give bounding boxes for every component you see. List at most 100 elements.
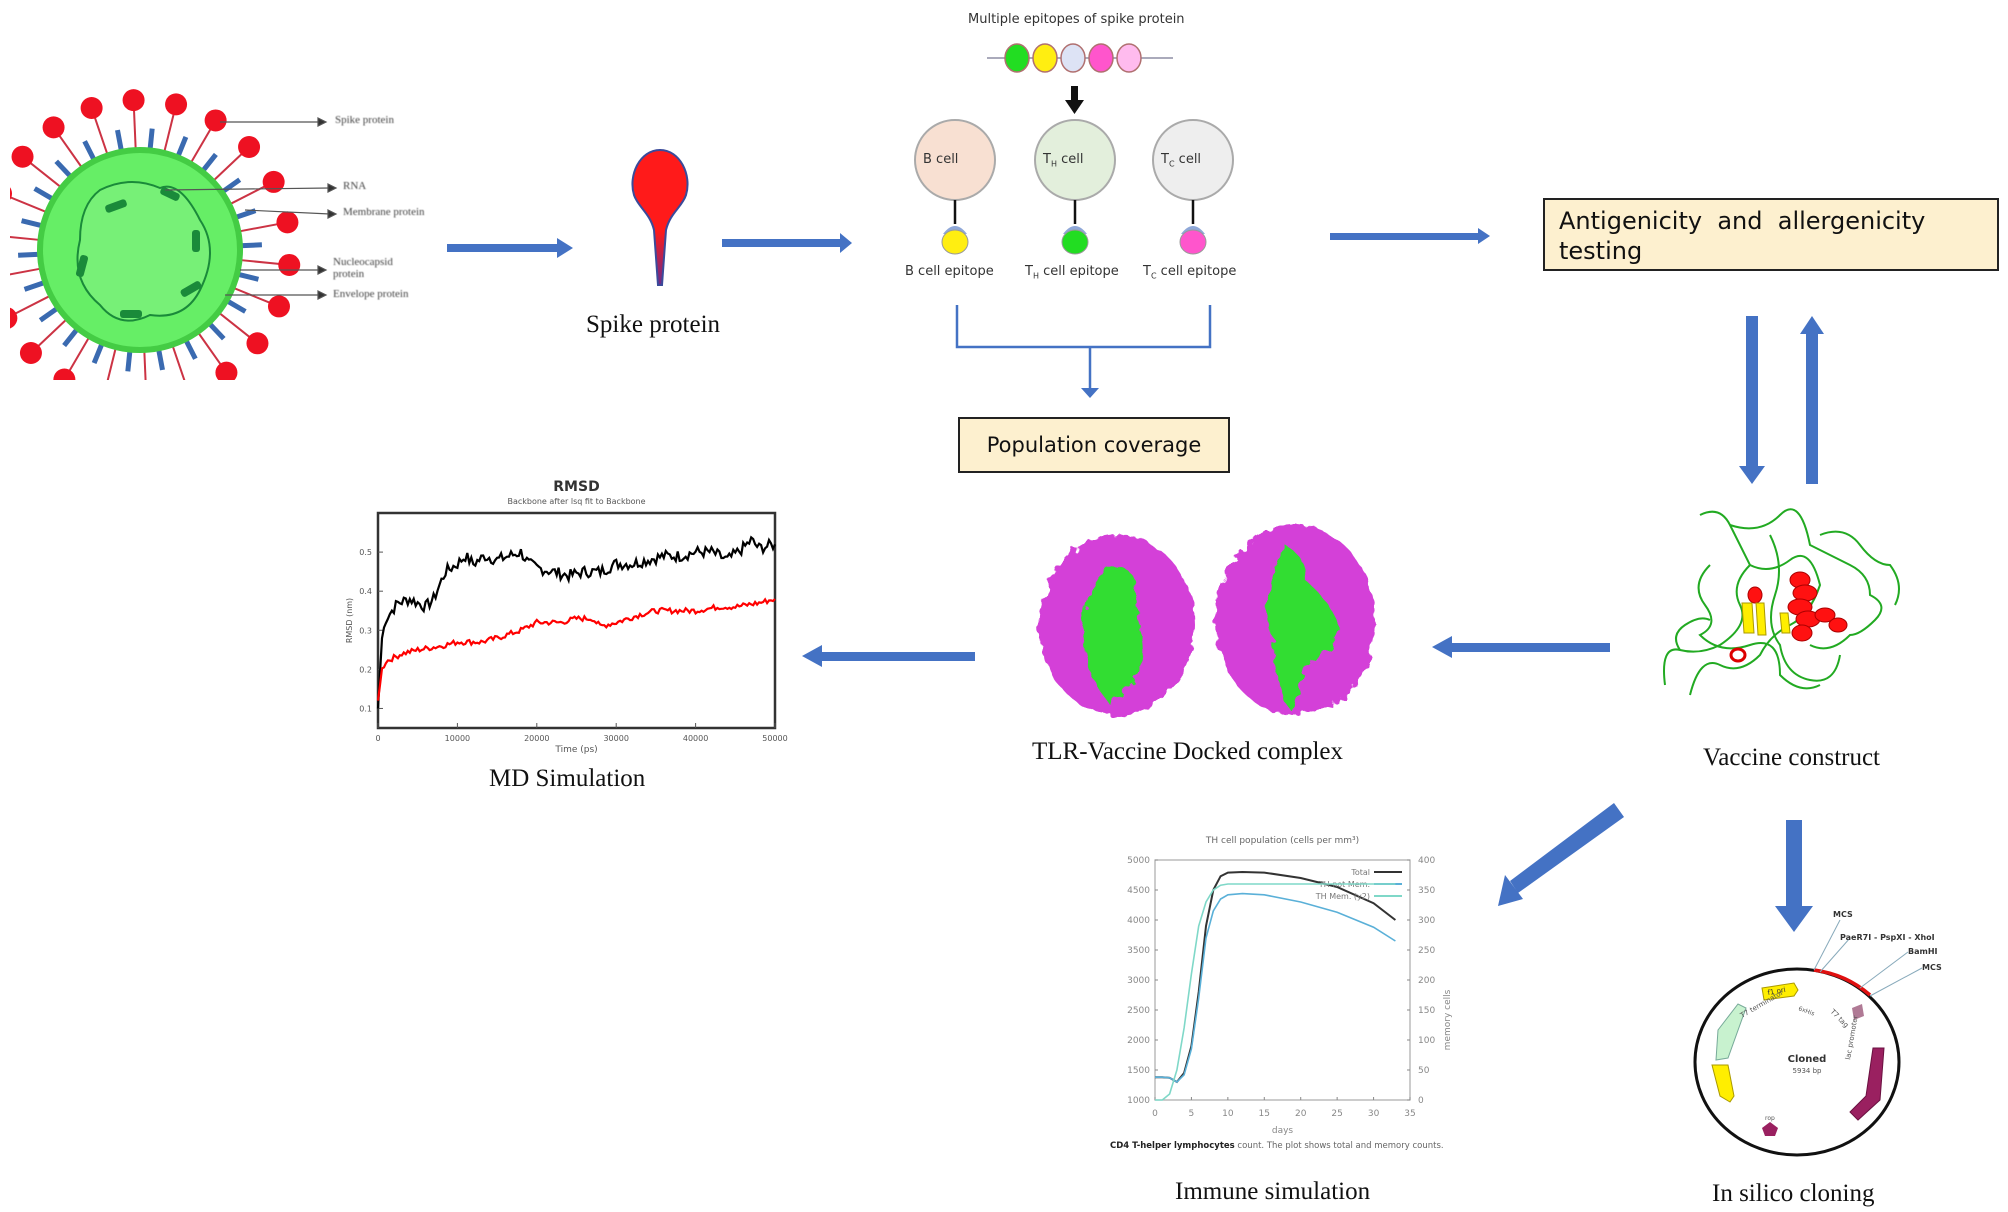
y-tick-label: 4000 [1127, 916, 1150, 926]
plasmid-feature-label: T7 terminator [1738, 989, 1785, 1021]
y2-tick-label: 150 [1418, 1006, 1435, 1016]
md-simulation-caption: MD Simulation [489, 765, 646, 792]
y2-tick-label: 50 [1418, 1066, 1430, 1076]
chart-title: RMSD [553, 479, 599, 495]
vaccine-construct-caption: Vaccine construct [1703, 744, 1881, 771]
docked-complex-1 [1039, 535, 1195, 715]
virus-label-membrane-protein: Membrane protein [343, 206, 425, 218]
epitope-bead [1032, 43, 1058, 73]
plasmid-feature-label: rop [1765, 1115, 1775, 1122]
y-tick-label: 0.1 [359, 704, 372, 713]
x-tick-label: 0 [375, 734, 380, 743]
docked-complex-caption: TLR-Vaccine Docked complex [1032, 738, 1343, 765]
virus-label-rna: RNA [343, 180, 367, 192]
chart-title: TH cell population (cells per mm³) [1205, 836, 1359, 846]
epitope-bead [1116, 43, 1142, 73]
antigenicity-label-line1: Antigenicity and allergenicity [1559, 207, 1926, 235]
legend-label: TH Mem. (y2) [1315, 892, 1370, 901]
epitope-bead [1060, 43, 1086, 73]
plasmid-site-label: MCS [1833, 910, 1853, 919]
y2-tick-label: 0 [1418, 1096, 1424, 1106]
spike-protein-icon [631, 148, 689, 286]
arrow-vaccine-to-cloning [1775, 820, 1813, 932]
x-tick-label: 20000 [524, 734, 549, 743]
cell-name: TH cell [1043, 152, 1084, 169]
down-arrow-icon [1065, 100, 1084, 114]
arrow-antigenicity-to-vaccine [1739, 316, 1765, 484]
cell-epitope-label: B cell epitope [905, 264, 994, 279]
y-tick-label: 1500 [1127, 1066, 1150, 1076]
virus-label-envelope-protein: Envelope protein [333, 288, 409, 300]
arrow-vaccine-to-antigenicity [1800, 316, 1824, 484]
x-tick-label: 50000 [762, 734, 787, 743]
y2-tick-label: 300 [1418, 916, 1435, 926]
immune-cell-th: TH cell TH cell epitope [1025, 118, 1165, 288]
y-tick-label: 0.2 [359, 665, 372, 674]
x-tick-label: 0 [1152, 1109, 1158, 1119]
x-tick-label: 25 [1331, 1109, 1342, 1119]
x-tick-label: 30000 [603, 734, 628, 743]
y-tick-label: 2500 [1127, 1006, 1150, 1016]
plasmid-feature-label: f1 ori [1767, 986, 1786, 997]
epitopes-title: Multiple epitopes of spike protein [968, 12, 1185, 27]
docked-complex-2 [1215, 525, 1375, 715]
coronavirus-icon [0, 89, 338, 411]
y2-tick-label: 100 [1418, 1036, 1435, 1046]
series-line [1155, 883, 1396, 1101]
population-coverage-box: Population coverage [958, 417, 1230, 473]
immune-chart: TH cell population (cells per mm³) 0 5 10 15… [1110, 836, 1453, 1151]
x-tick-label: 30 [1368, 1109, 1380, 1119]
arrow-vaccine-to-docking [1432, 636, 1610, 658]
population-coverage-label: Population coverage [986, 433, 1202, 457]
y-tick-label: 4500 [1127, 886, 1150, 896]
x-tick-label: 10000 [445, 734, 470, 743]
x-tick-label: 40000 [683, 734, 708, 743]
y-tick-label: 0.4 [359, 587, 372, 596]
plasmid-map: Cloned 5934 bp MCS PaeR7I - PspXI - XhoI… [1693, 910, 1942, 1157]
y-tick-label: 2000 [1127, 1036, 1150, 1046]
y2-tick-label: 250 [1418, 946, 1435, 956]
y-tick-label: 0.5 [359, 548, 372, 557]
y2-tick-label: 400 [1418, 856, 1435, 866]
x-tick-label: 35 [1404, 1109, 1415, 1119]
immune-simulation-caption: Immune simulation [1175, 1178, 1371, 1205]
y-tick-label: 3500 [1127, 946, 1150, 956]
cell-name: TC cell [1161, 152, 1202, 169]
y-tick-label: 5000 [1127, 856, 1150, 866]
y2-tick-label: 350 [1418, 886, 1435, 896]
y-tick-label: 3000 [1127, 976, 1150, 986]
y2-tick-label: 200 [1418, 976, 1435, 986]
antigenicity-label-line2: testing [1559, 237, 1643, 265]
bracket-to-population [955, 305, 1212, 390]
arrow-vaccine-to-immune [1498, 803, 1624, 906]
epitope-bead [1004, 43, 1030, 73]
plasmid-center-sub: 5934 bp [1793, 1067, 1822, 1075]
plot-frame [376, 511, 777, 730]
x-tick-label: 10 [1222, 1109, 1234, 1119]
plot-frame [1154, 859, 1411, 1101]
chart-caption: CD4 T-helper lymphocytes count. The plot… [1110, 1141, 1444, 1151]
cell-epitope-label: TH cell epitope [1025, 264, 1119, 281]
arrow-spike-to-epitopes [722, 233, 852, 253]
plasmid-feature-label: T7 tag [1828, 1007, 1850, 1029]
antigenicity-box: Antigenicity and allergenicity testing [1543, 198, 1999, 271]
y-tick-label: 0.3 [359, 626, 372, 635]
epitope-chain [987, 43, 1173, 114]
arrow-virus-to-spike [447, 238, 573, 258]
spike-protein-caption: Spike protein [586, 311, 721, 338]
docked-complex-structures [1039, 525, 1375, 715]
y-axis-label: RMSD (nm) [345, 598, 354, 643]
virus-label-nucleocapsid-protein: Nucleocapsid protein [333, 256, 393, 280]
series-line-black [376, 535, 777, 709]
x-axis-label: Time (ps) [554, 745, 597, 755]
y2-axis-label: memory cells [1443, 989, 1453, 1050]
plasmid-center-title: Cloned [1788, 1054, 1827, 1065]
x-tick-label: 5 [1189, 1109, 1195, 1119]
arrow-population-head [1081, 388, 1099, 398]
arrow-epitopes-to-antigenicity [1330, 228, 1490, 244]
plasmid-feature-label: 6xHis [1797, 1005, 1815, 1017]
